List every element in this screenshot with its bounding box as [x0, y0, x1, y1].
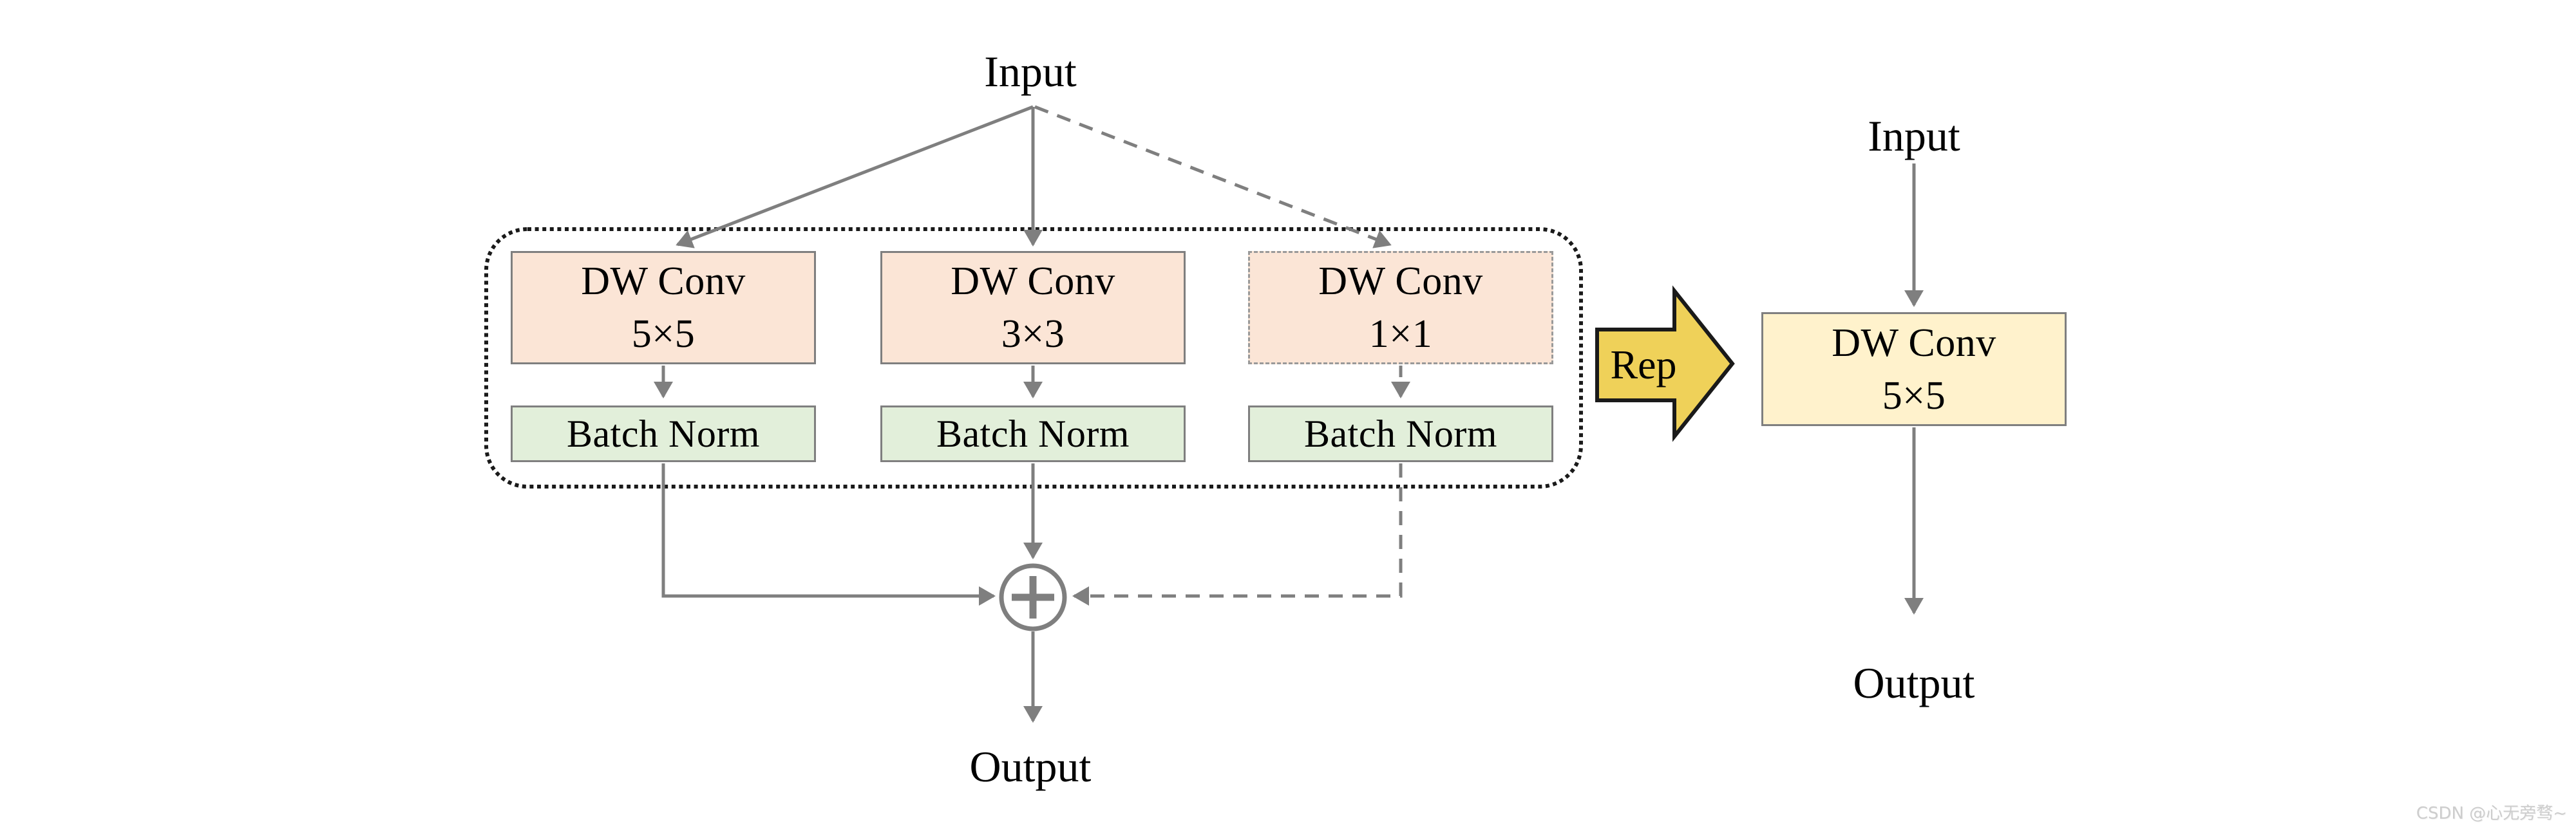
batch-norm-box-1: Batch Norm: [511, 405, 816, 462]
input-to-conv5x5-arrow: [676, 105, 1034, 248]
deploy-output-label: Output: [1853, 658, 1975, 707]
batch-norm-box-2: Batch Norm: [880, 405, 1186, 462]
conv-3x3-label-line1: DW Conv: [951, 259, 1115, 303]
batch-norm-label-3: Batch Norm: [1304, 413, 1497, 455]
rep-arrow-label: Rep: [1610, 342, 1677, 387]
deploy-input-label: Input: [1868, 111, 1960, 160]
deploy-conv-label-line2: 5×5: [1882, 373, 1946, 418]
conv-3x3-box: DW Conv 3×3: [880, 251, 1186, 364]
training-output-label: Output: [969, 742, 1092, 791]
training-input-label: Input: [984, 47, 1077, 96]
conv-1x1-label-line2: 1×1: [1368, 312, 1433, 356]
conv-1x1-box: DW Conv 1×1: [1248, 251, 1553, 364]
conv-3x3-label-line2: 3×3: [1001, 312, 1065, 356]
rep-arrow-icon: [1595, 285, 1735, 442]
batch-norm-label-1: Batch Norm: [567, 413, 760, 455]
conv-1x1-label-line1: DW Conv: [1318, 259, 1483, 303]
batch-norm-label-2: Batch Norm: [936, 413, 1130, 455]
csdn-watermark: CSDN @心无旁骛~: [2416, 804, 2567, 823]
conv-5x5-label-line1: DW Conv: [581, 259, 746, 303]
deploy-conv-label-line1: DW Conv: [1832, 321, 1996, 365]
deploy-conv-5x5-box: DW Conv 5×5: [1761, 312, 2067, 426]
bn5x5-to-sum-arrow: [661, 463, 996, 606]
input-to-conv1x1-dashed-arrow: [1034, 105, 1392, 248]
batch-norm-box-3: Batch Norm: [1248, 405, 1553, 462]
sum-plus-icon: [999, 563, 1067, 631]
conv-5x5-label-line2: 5×5: [631, 312, 696, 356]
bn1x1-to-sum-dashed-arrow: [1072, 463, 1403, 606]
conv-5x5-box: DW Conv 5×5: [511, 251, 816, 364]
